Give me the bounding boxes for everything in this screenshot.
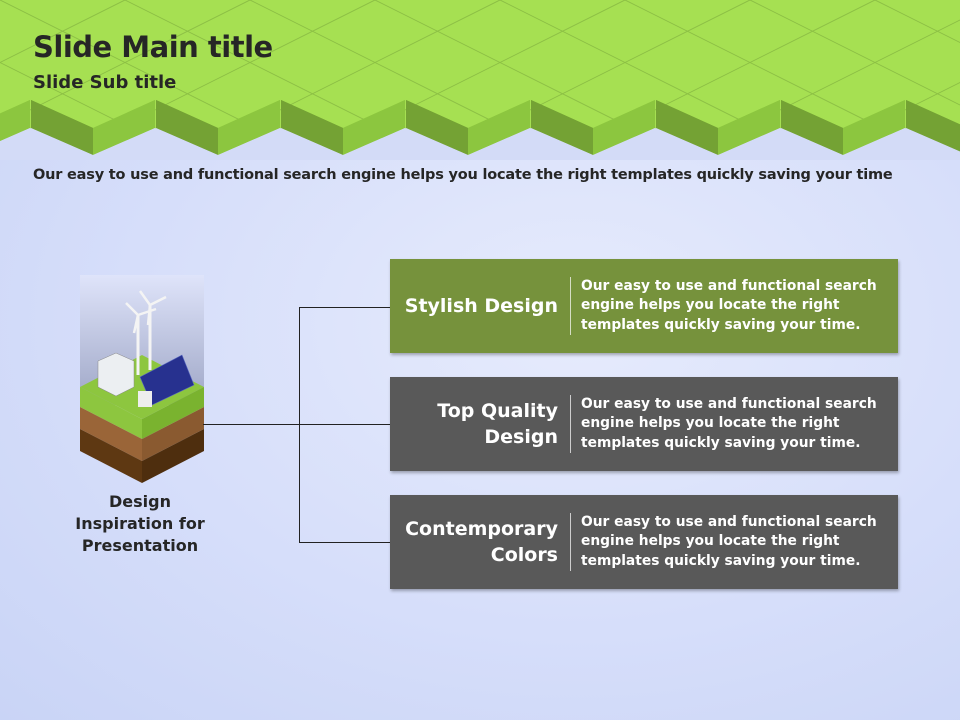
header-tile-banner [0, 0, 960, 160]
feature-text: Our easy to use and functional search en… [581, 277, 877, 333]
feature-text: Our easy to use and functional search en… [581, 395, 877, 451]
connector-line [299, 307, 300, 543]
intro-text: Our easy to use and functional search en… [33, 167, 893, 183]
page-subtitle: Slide Sub title [33, 72, 177, 93]
feature-title: Contemporary Colors [405, 518, 558, 566]
illustration-caption: Design Inspiration for Presentation [75, 492, 205, 555]
feature-title: Top Quality Design [437, 400, 558, 448]
feature-box-top-quality-design: Top Quality Design Our easy to use and f… [390, 377, 898, 471]
feature-title: Stylish Design [404, 295, 558, 317]
feature-box-contemporary-colors: Contemporary Colors Our easy to use and … [390, 495, 898, 589]
feature-text: Our easy to use and functional search en… [581, 513, 877, 569]
page-title: Slide Main title [33, 30, 273, 64]
feature-box-stylish-design: Stylish Design Our easy to use and funct… [390, 259, 898, 353]
divider [570, 513, 571, 571]
divider [570, 277, 571, 335]
connector-line [203, 424, 300, 425]
eco-city-island-icon [80, 275, 204, 483]
connector-line [300, 424, 390, 425]
connector-line [300, 542, 390, 543]
divider [570, 395, 571, 453]
connector-line [300, 307, 390, 308]
